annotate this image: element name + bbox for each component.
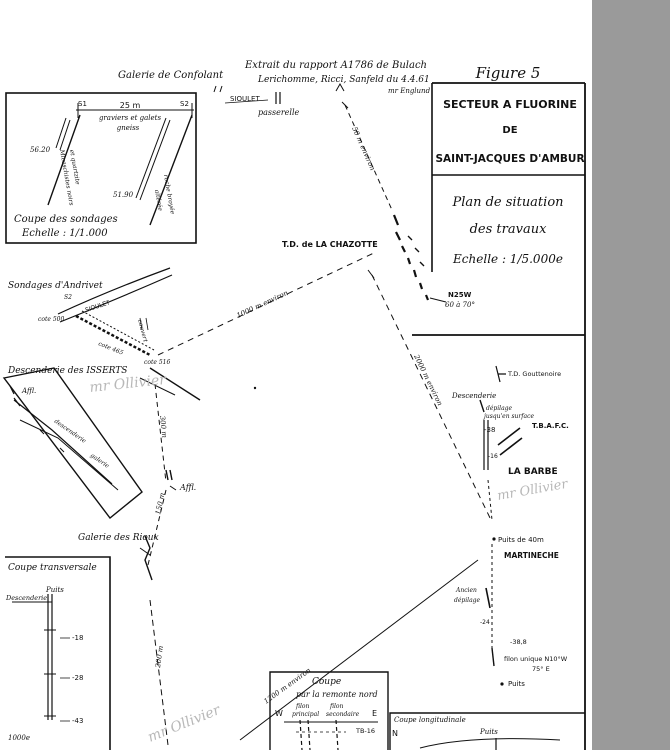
remonte-title-2: par la remonte nord xyxy=(296,690,378,699)
la-chazotte-area: T.D. de LA CHAZOTTE N25W 60 à 70° 1000 m… xyxy=(157,214,475,356)
sondage-title-2: Echelle : 1/1.000 xyxy=(21,228,108,239)
filon-principal-1: filon xyxy=(295,703,310,710)
sondage-title-1: Coupe des sondages xyxy=(14,214,118,225)
remonte-w: W xyxy=(275,709,283,718)
title-line-1: SECTEUR A FLUORINE xyxy=(443,98,577,111)
note-gneiss: gneiss xyxy=(117,124,140,132)
source-note: Extrait du rapport A1786 de Bulach Leric… xyxy=(244,60,431,95)
m388-label: -38,8 xyxy=(510,638,527,646)
puits-40m-label: Puits de 40m xyxy=(498,536,544,544)
dist-1000m-label: 1000 m environ xyxy=(235,289,289,320)
distance-25m: 25 m xyxy=(120,101,141,110)
depilage-label: dépilage xyxy=(486,405,512,412)
coupe-transversale-inset: Coupe transversale Puits Descenderie -18… xyxy=(5,556,111,750)
dist-150m-label: 150 m xyxy=(154,492,167,516)
subtitle-line-1: Plan de situation xyxy=(451,195,563,210)
remonte-e: E xyxy=(372,709,377,718)
coupe-longitudinale-inset: Coupe longitudinale N Puits xyxy=(389,712,585,750)
sondage-inset: S1 S2 25 m graviers et galets gneiss 56.… xyxy=(5,92,197,244)
coupe-puits-label: Puits xyxy=(45,586,64,594)
title-line-3: SAINT-JACQUES D'AMBUR xyxy=(435,153,584,165)
source-line-1: Extrait du rapport A1786 de Bulach xyxy=(244,60,427,71)
jusqu-surface-label: jusqu'en surface xyxy=(482,413,534,420)
coupe-remonte-inset: Coupe par la remonte nord W E filon prin… xyxy=(269,671,389,750)
depth-right: 51.90 xyxy=(113,191,134,199)
title-line-2: DE xyxy=(502,125,517,136)
sondages-andrivet-label: Sondages d'Andrivet xyxy=(8,281,103,291)
filon-dip-label: 75° E xyxy=(532,665,550,673)
passerelle-label: passerelle xyxy=(258,108,300,117)
remonte-tb: TB-16 xyxy=(355,727,375,735)
s2-small-label: S2 xyxy=(64,294,72,301)
descenderie-isserts-label: Descenderie des ISSERTS xyxy=(7,366,127,376)
coupe-scale-label: 1000e xyxy=(8,734,30,742)
tbafc-label: T.B.A.F.C. xyxy=(532,422,569,430)
affl-left-label: Affl. xyxy=(21,387,36,395)
longitudinale-title: Coupe longitudinale xyxy=(394,716,466,724)
ancien-depilage-label-1: Ancien xyxy=(455,587,477,594)
sioulet-top-label: SIOULET xyxy=(230,95,260,103)
longitudinale-puits: Puits xyxy=(479,728,498,736)
subtitle-line-2: des travaux xyxy=(470,222,547,237)
remonte-title-1: Coupe xyxy=(312,677,341,687)
galerie-rioux-label: Galerie des Rioux xyxy=(78,533,159,543)
dist-50m-label: 50 m environ xyxy=(350,126,377,173)
galerie-confolant-label: Galerie de Confolant xyxy=(118,70,224,81)
title-box: Figure 5 SECTEUR A FLUORINE DE SAINT-JAC… xyxy=(412,64,586,750)
note-graviers: graviers et galets xyxy=(99,114,162,122)
m24-label: -24 xyxy=(480,619,490,626)
n25w-label: N25W xyxy=(448,291,472,299)
pencil-note-right: mr Ollivier xyxy=(496,477,570,504)
affl-mid-label: Affl. xyxy=(179,483,196,492)
source-line-2: Lerichomme, Ricci, Sanfeld du 4.4.61 xyxy=(257,75,430,85)
filon-secondaire-2: secondaire xyxy=(326,711,360,718)
map-sheet: Figure 5 SECTEUR A FLUORINE DE SAINT-JAC… xyxy=(0,0,592,750)
descenderie-right-label: Descenderie xyxy=(451,392,496,400)
filon-unique-label: filon unique N10°W xyxy=(504,655,568,663)
ancien-depilage-label-2: dépilage xyxy=(454,597,480,604)
longitudinale-n: N xyxy=(392,729,398,738)
source-line-3: mr Englund xyxy=(388,87,431,95)
martineche-label: MARTINECHE xyxy=(504,551,559,560)
situation-plan: Figure 5 SECTEUR A FLUORINE DE SAINT-JAC… xyxy=(2,60,586,750)
cote-516-label: cote 516 xyxy=(144,359,170,366)
pencil-note-bottom: mr Ollivier xyxy=(146,702,224,746)
filon-secondaire-1: filon xyxy=(329,703,344,710)
coupe-transversale-title: Coupe transversale xyxy=(8,563,97,573)
dist-300m-label: 300 m xyxy=(158,415,168,438)
sioulet-mid-label: SIOULET xyxy=(84,299,111,314)
filon-principal-2: principal xyxy=(292,711,319,718)
trace-2000m: 2000 m environ 1200 m environ xyxy=(239,269,493,741)
cote-465-label: cote 465 xyxy=(97,340,124,356)
la-barbe-label: LA BARBE xyxy=(508,467,558,477)
descenderie-small-label: descenderie xyxy=(53,418,88,445)
m38-label: -38 xyxy=(484,426,495,434)
n25w-dip-label: 60 à 70° xyxy=(445,301,475,309)
figure-label: Figure 5 xyxy=(475,64,541,82)
scale-label: Echelle : 1/5.000e xyxy=(452,252,563,266)
puits-bottom-label: Puits xyxy=(508,680,525,688)
m16-label: -16 xyxy=(488,453,498,460)
coupe-depth-2: -28 xyxy=(72,674,83,682)
cote-500-label: cote 500 xyxy=(38,316,64,323)
dist-200m-label: 200 m xyxy=(154,645,165,669)
td-gouttenoire-label: T.D. Gouttenoire xyxy=(507,370,561,378)
td-chazotte-label: T.D. de LA CHAZOTTE xyxy=(282,240,378,249)
depth-left: 56.20 xyxy=(30,146,51,154)
vlabel-right-2: altérée xyxy=(153,189,164,212)
s2-label: S2 xyxy=(180,100,189,108)
dist-2000m-label: 2000 m environ xyxy=(412,352,444,407)
coupe-depth-3: -43 xyxy=(72,717,83,725)
coupe-descenderie-label: Descenderie xyxy=(5,594,47,602)
coupe-depth-1: -18 xyxy=(72,634,83,642)
s1-label: S1 xyxy=(78,100,87,108)
isserts-area: Descenderie des ISSERTS Affl. descenderi… xyxy=(2,366,196,746)
la-barbe-area: T.D. Gouttenoire Descenderie dépilage ju… xyxy=(451,365,569,688)
